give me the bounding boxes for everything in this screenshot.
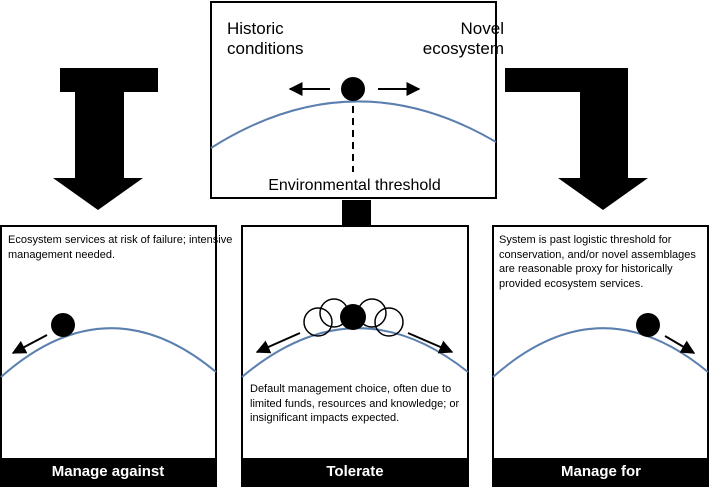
right-flow-arrow xyxy=(505,68,648,210)
manage-against-title: Manage against xyxy=(0,458,216,486)
ghost-ball-4 xyxy=(374,307,404,337)
left-panel-ball xyxy=(51,313,75,337)
novel-ecosystem-label: Novel ecosystem xyxy=(422,19,504,58)
middle-panel-ball xyxy=(340,304,366,330)
left-panel-curve xyxy=(0,327,217,378)
left-panel xyxy=(0,225,217,487)
manage-for-title: Manage for xyxy=(493,458,709,486)
tolerate-description: Default management choice, often due to … xyxy=(250,383,460,424)
environmental-threshold-label: Environmental threshold xyxy=(268,177,441,194)
right-panel-ball xyxy=(636,313,660,337)
left-panel-arrow xyxy=(11,334,48,354)
tolerate-title: Tolerate xyxy=(242,458,468,486)
right-panel-arrow xyxy=(664,335,696,354)
middle-panel xyxy=(241,225,469,487)
top-panel-curve xyxy=(210,100,497,149)
historic-conditions-label: Historic conditions xyxy=(227,19,304,58)
ghost-ball-1 xyxy=(303,307,333,337)
middle-arrow-right xyxy=(407,332,454,354)
middle-arrow-left xyxy=(255,332,301,354)
manage-against-description: Ecosystem services at risk of failure; i… xyxy=(8,234,233,261)
left-flow-arrow xyxy=(53,68,158,210)
top-panel-ball xyxy=(341,77,365,101)
top-panel xyxy=(210,1,497,199)
right-panel xyxy=(492,225,709,487)
manage-for-description: System is past logistic threshold for co… xyxy=(499,234,696,290)
